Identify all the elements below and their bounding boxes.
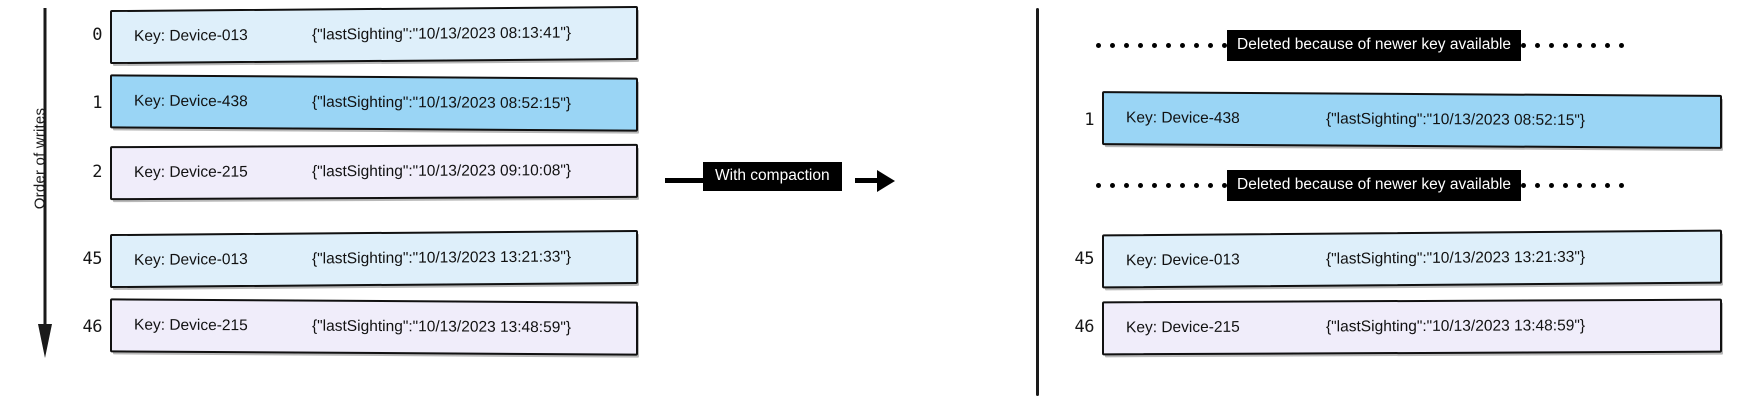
write-index: 45 [82,249,103,269]
write-row: 45 Key: Device-013 {"lastSighting":"10/1… [68,229,638,289]
deleted-annotation: Deleted because of newer key available [1096,169,1625,201]
write-row: 1 Key: Device-438 {"lastSighting":"10/13… [68,74,638,132]
record-key: Key: Device-215 [134,163,248,182]
deleted-label: Deleted because of newer key available [1227,29,1522,61]
deleted-annotation: Deleted because of newer key available [1096,29,1625,61]
record-box[interactable]: Key: Device-013 {"lastSighting":"10/13/2… [110,5,638,65]
down-arrow-icon [38,8,52,358]
deleted-label: Deleted because of newer key available [1227,169,1522,201]
with-compaction-label: With compaction [703,162,842,191]
record-box[interactable]: Key: Device-215 {"lastSighting":"10/13/2… [110,143,638,201]
dotted-leader-left [1096,170,1227,200]
record-key: Key: Device-438 [134,92,248,111]
compacted-row: 45 Key: Device-013 {"lastSighting":"10/1… [1060,229,1722,289]
compacted-row: 1 Key: Device-438 {"lastSighting":"10/13… [1060,91,1722,149]
write-row: 2 Key: Device-215 {"lastSighting":"10/13… [68,143,638,201]
record-key: Key: Device-013 [134,26,248,45]
record-box[interactable]: Key: Device-013 {"lastSighting":"10/13/2… [1102,229,1722,289]
record-box[interactable]: Key: Device-013 {"lastSighting":"10/13/2… [110,229,638,289]
dotted-leader-right [1521,30,1625,60]
record-box[interactable]: Key: Device-438 {"lastSighting":"10/13/2… [110,74,638,132]
record-key: Key: Device-215 [1126,318,1240,337]
write-index: 46 [82,317,103,337]
record-box[interactable]: Key: Device-215 {"lastSighting":"10/13/2… [1102,298,1722,356]
record-value: {"lastSighting":"10/13/2023 13:21:33"} [1326,248,1586,268]
write-index: 1 [92,93,102,113]
record-value: {"lastSighting":"10/13/2023 13:48:59"} [312,317,572,337]
record-value: {"lastSighting":"10/13/2023 08:52:15"} [1326,110,1586,130]
record-value: {"lastSighting":"10/13/2023 08:13:41"} [312,24,572,44]
write-index: 45 [1074,249,1095,269]
write-row: 0 Key: Device-013 {"lastSighting":"10/13… [68,5,638,65]
arrow-stem [665,178,703,183]
write-row: 46 Key: Device-215 {"lastSighting":"10/1… [68,298,638,356]
dotted-leader-right [1521,170,1625,200]
record-value: {"lastSighting":"10/13/2023 13:21:33"} [312,248,572,268]
panel-divider [1036,8,1039,396]
record-box[interactable]: Key: Device-438 {"lastSighting":"10/13/2… [1102,91,1722,149]
arrow-tail [855,178,883,183]
record-key: Key: Device-438 [1126,109,1240,127]
dotted-leader-left [1096,30,1227,60]
record-key: Key: Device-013 [1126,251,1240,270]
record-key: Key: Device-215 [134,316,248,335]
record-value: {"lastSighting":"10/13/2023 08:52:15"} [312,93,572,113]
right-arrow-icon [877,170,895,192]
record-value: {"lastSighting":"10/13/2023 13:48:59"} [1326,317,1586,336]
write-index: 46 [1074,317,1095,337]
compacted-row: 46 Key: Device-215 {"lastSighting":"10/1… [1060,298,1722,356]
write-index: 2 [92,162,102,182]
record-value: {"lastSighting":"10/13/2023 09:10:08"} [312,162,572,181]
write-index: 1 [1084,110,1094,130]
write-index: 0 [92,25,102,45]
record-key: Key: Device-013 [134,250,248,269]
record-box[interactable]: Key: Device-215 {"lastSighting":"10/13/2… [110,298,638,356]
